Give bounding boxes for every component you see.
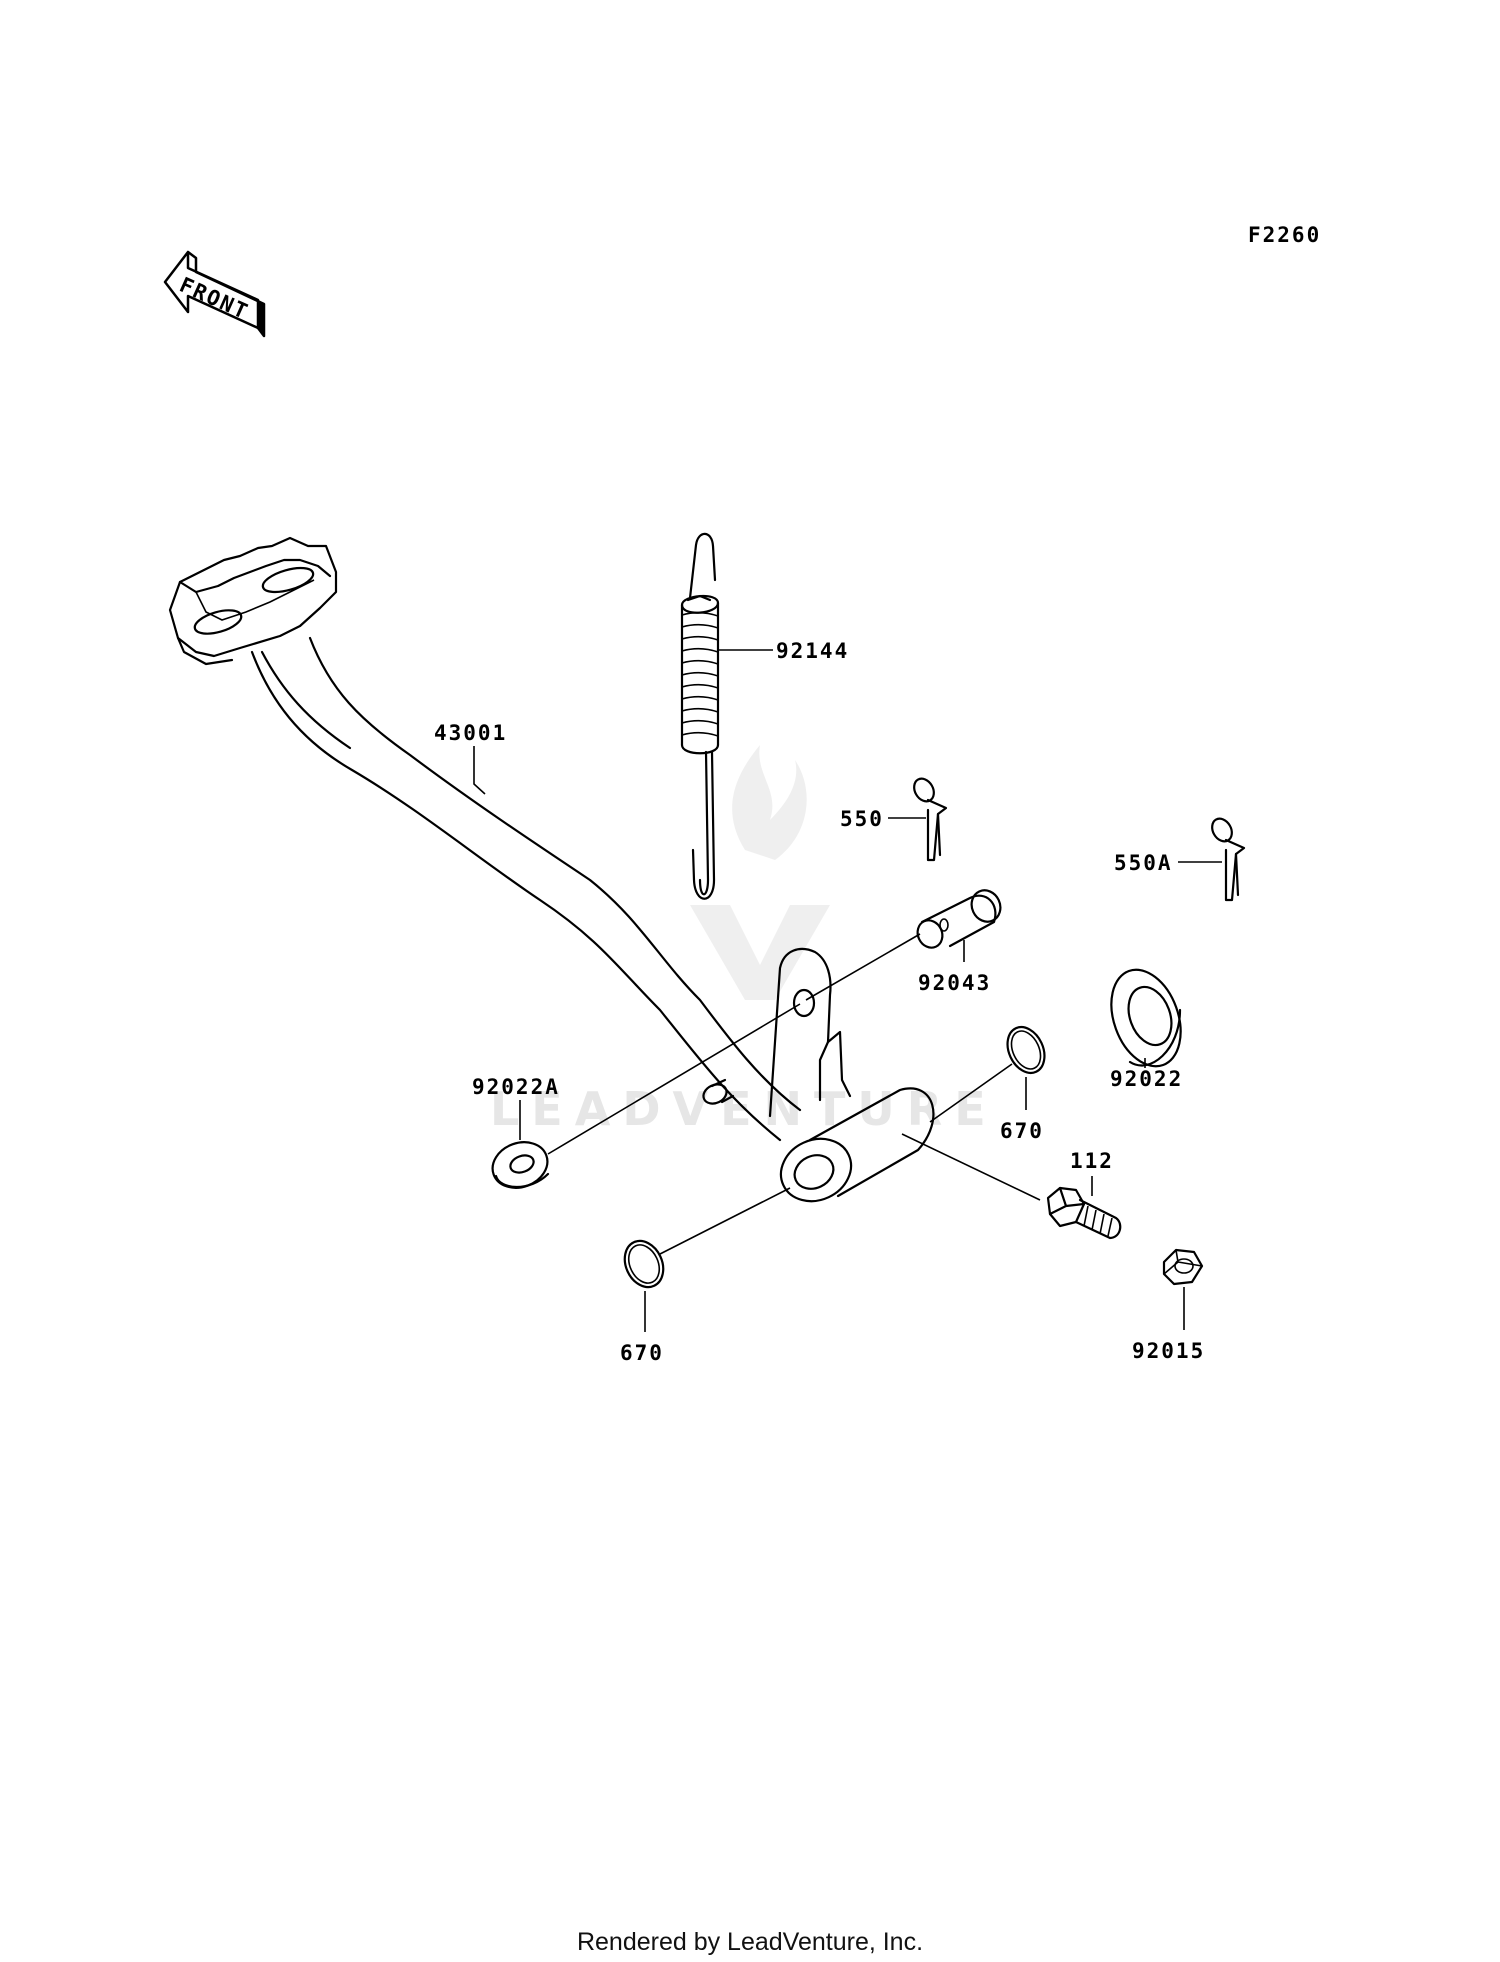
part-label-92144[interactable]: 92144 (776, 639, 849, 663)
brake-pedal-drawing (168, 536, 802, 1142)
return-spring-drawing (680, 532, 720, 900)
watermark: LEADVENTURE (490, 745, 998, 1136)
washer-92022-drawing (1110, 968, 1182, 1068)
part-label-92015[interactable]: 92015 (1132, 1339, 1205, 1363)
part-label-550[interactable]: 550 (840, 807, 884, 831)
o-ring-lower-drawing (623, 1239, 665, 1289)
part-label-670-lower[interactable]: 670 (620, 1341, 664, 1365)
washer-92022a-drawing (491, 1141, 550, 1189)
part-label-43001[interactable]: 43001 (434, 721, 507, 745)
part-label-92022a[interactable]: 92022A (472, 1075, 560, 1099)
part-label-92022[interactable]: 92022 (1110, 1067, 1183, 1091)
nut-drawing (1162, 1248, 1204, 1286)
diagram-ref-code: F2260 (1248, 223, 1321, 247)
o-ring-upper-drawing (1006, 1025, 1046, 1075)
watermark-text: LEADVENTURE (490, 1082, 998, 1136)
part-label-112[interactable]: 112 (1070, 1149, 1114, 1173)
leader-lines (473, 649, 1222, 1332)
cotter-pin-550a-drawing (1211, 817, 1246, 902)
footer-credit: Rendered by LeadVenture, Inc. (577, 1928, 923, 1956)
clevis-pin-drawing (916, 889, 1002, 949)
pedal-pivot-drawing (702, 947, 935, 1203)
part-label-670-upper[interactable]: 670 (1000, 1119, 1044, 1143)
front-arrow-icon: FRONT (163, 250, 266, 338)
part-labels: 43001 92144 550 550A 92043 92022 92022A … (434, 639, 1205, 1365)
cotter-pin-550-drawing (913, 777, 948, 862)
part-label-92043[interactable]: 92043 (918, 971, 991, 995)
bolt-drawing (1046, 1186, 1122, 1240)
part-label-550a[interactable]: 550A (1114, 851, 1173, 875)
